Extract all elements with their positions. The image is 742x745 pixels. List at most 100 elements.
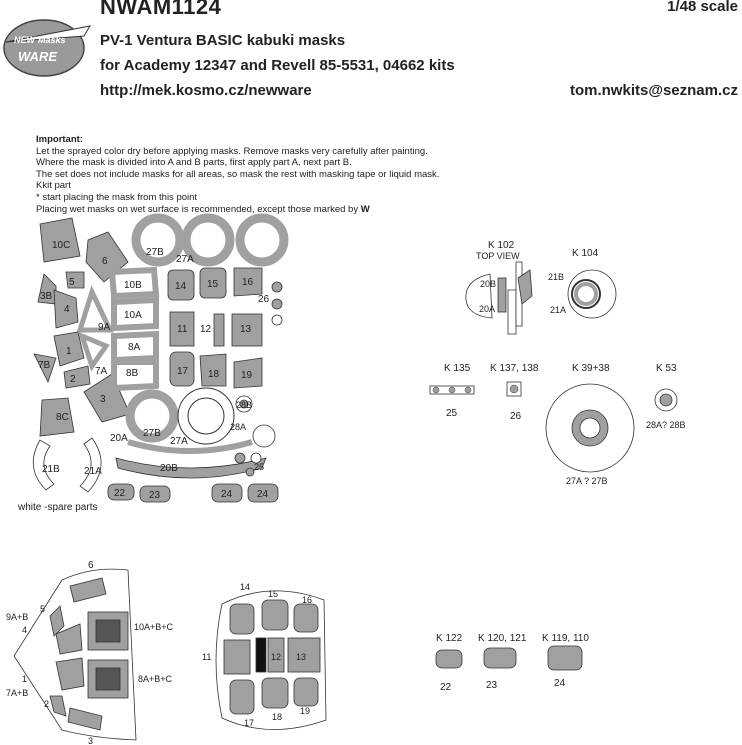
dry-mark-icon: W [360,203,370,215]
logo-text-new: NEW [14,35,37,45]
label-28B: 28B [236,400,252,410]
mask-10C [39,217,81,263]
mask-18 [199,353,227,387]
label-7A: 7A [95,366,108,377]
label-10C: 10C [52,240,70,251]
nose-label-9AB: 9A+B [6,612,28,622]
canopy-panel-14 [229,603,255,635]
mask-27A-bottom [177,387,235,445]
canopy-panel-17 [229,679,255,715]
label-27A-top: 27A [176,254,194,265]
k122-mask [435,649,463,669]
nose-panel-6 [69,577,107,603]
mask-8A [111,330,159,364]
product-code: NWAM1124 [100,0,222,19]
label-26: 26 [258,294,270,305]
mask-16 [233,267,263,297]
k102-blade [517,269,533,305]
mask-20B [115,457,267,479]
mask-15 [199,267,227,299]
k104-21B: 21B [548,272,564,282]
mask-25a [234,452,246,464]
mask-9A [76,285,114,333]
label-20B: 20B [160,463,178,474]
nose-label-4: 4 [22,625,27,635]
canopy-label-11: 11 [202,652,211,662]
k119-mask [547,645,583,671]
logo-text-masks: Masks [38,35,66,45]
k53-parts: 28A? 28B [646,420,686,430]
canopy-label-15: 15 [268,589,278,599]
label-5: 5 [69,277,75,288]
website-url[interactable]: http://mek.kosmo.cz/newware [100,82,312,99]
k53-hub-mask [659,393,673,407]
label-8C: 8C [56,412,69,423]
k102-outline [465,273,493,319]
instruction-line: Where the mask is divided into A and B p… [36,157,352,169]
k102-post [507,289,517,335]
k135-part: 25 [446,408,458,419]
nose-panel-3 [67,707,103,731]
label-8A: 8A [128,342,141,353]
mask-24b [247,483,279,503]
mask-19 [233,357,263,389]
label-2: 2 [70,374,76,385]
k102-mask-20B [497,277,507,313]
mask-27A-ring [181,213,235,267]
label-7B: 7B [38,360,51,371]
label-21A: 21A [84,466,102,477]
label-24b: 24 [257,489,269,500]
spare-parts-note: white -spare parts [17,502,97,513]
nose-panel-10-inner [95,619,121,643]
nose-label-6: 6 [88,560,94,571]
label-28A: 28A [230,422,246,432]
mask-4 [53,289,79,329]
mask-20A-strip [127,439,253,454]
label-13: 13 [240,324,252,335]
label-27B-bottom: 27B [143,428,161,439]
k102-20A: 20A [479,304,495,314]
mask-wheel-ring [235,213,289,267]
k39-label: K 39+38 [572,363,610,374]
newware-logo: NEW Masks WARE [3,19,92,77]
mask-12 [213,313,225,347]
mask-21B [32,439,55,491]
k137-part: 26 [510,411,522,422]
nose-label-3: 3 [88,736,93,745]
label-25: 25 [254,462,264,472]
mask-25c [245,467,255,477]
canopy-label-13: 13 [296,652,306,662]
mask-7B [33,353,57,384]
mask-22 [107,483,135,501]
instruction-line: Kkit part [36,180,71,192]
instruction-line: Let the sprayed color dry before applyin… [36,145,428,157]
k104-label: K 104 [572,248,599,259]
canopy-panel-11 [223,639,251,675]
label-23: 23 [149,490,161,501]
nose-label-5: 5 [40,604,45,614]
canopy-panel-13 [287,637,321,673]
mask-21A [79,437,102,493]
label-10A: 10A [124,310,142,321]
label-19: 19 [241,370,253,381]
k104-21A: 21A [550,305,566,315]
label-22: 22 [114,488,126,499]
mask-24a [211,483,243,503]
k39-parts: 27A ? 27B [566,476,608,486]
nose-label-8ABC: 8A+B+C [138,674,173,684]
k137-label: K 137, 138 [490,363,539,374]
mask-26a [271,281,283,293]
mask-11 [169,311,195,347]
instructions: Important: Let the sprayed color dry bef… [36,134,439,215]
mask-10B [108,266,160,300]
mask-27B-bottom [125,389,179,443]
canopy-label-17: 17 [244,718,254,728]
label-8B: 8B [126,368,139,379]
mask-27A-inner [187,397,225,435]
k104-hub [571,279,601,309]
contact-email[interactable]: tom.nwkits@seznam.cz [569,82,738,99]
mask-17 [169,351,195,387]
label-9A: 9A [98,322,111,333]
mask-28B-core [239,399,249,409]
canopy-label-16: 16 [302,595,312,605]
